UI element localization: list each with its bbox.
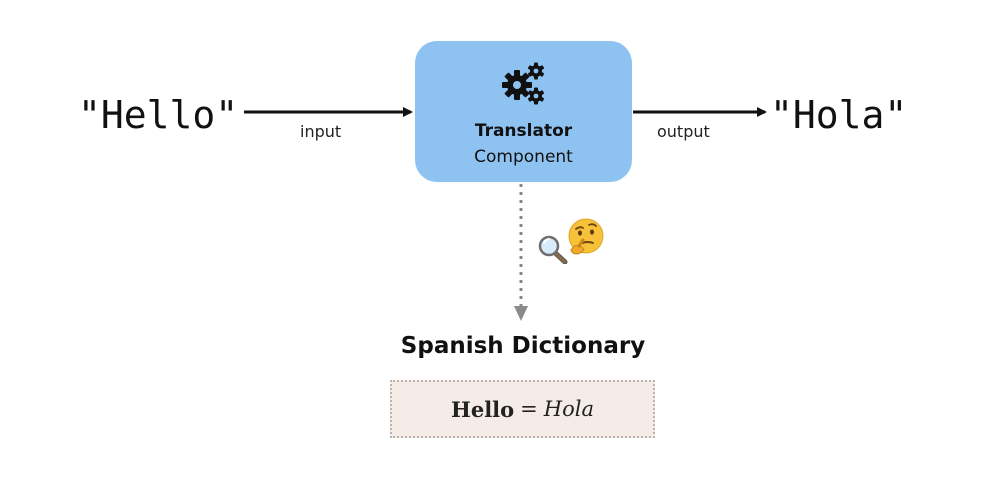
translator-subtitle: Component [474,147,573,167]
magnifier-icon [538,235,568,264]
translator-title: Translator [474,121,573,141]
dictionary-translation: Hola [543,397,594,421]
thinking-face-icon [568,218,604,255]
dictionary-source-word: Hello [451,396,515,422]
lookup-arrowhead [514,306,528,321]
dictionary-entry: Hello = Hola [390,380,655,438]
translator-component: Translator Component [415,41,632,182]
dictionary-title: Spanish Dictionary [400,333,646,359]
output-text: "Hola" [770,93,908,137]
dictionary-separator: = [520,397,538,421]
output-label: output [657,122,710,141]
lookup-icons [538,218,604,264]
input-text: "Hello" [78,93,239,137]
input-label: input [300,122,342,141]
gears-icon [502,62,544,105]
